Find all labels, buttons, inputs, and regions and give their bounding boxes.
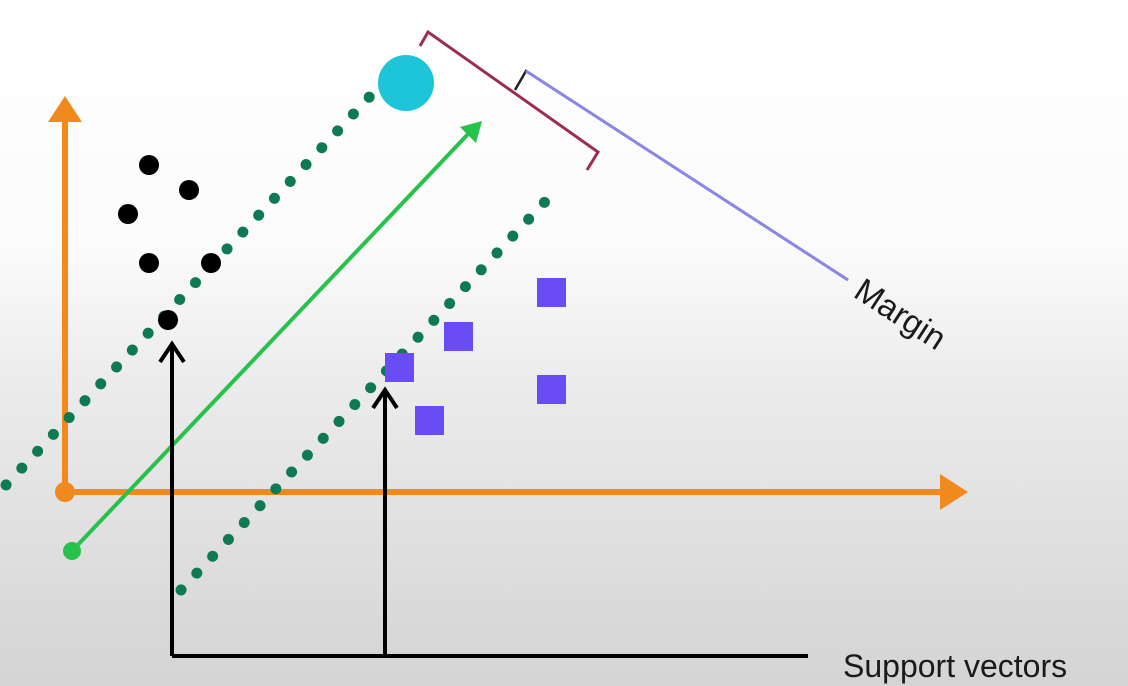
class-a-point [139, 253, 159, 273]
class-b-support-vector [385, 353, 414, 382]
class-a-points [118, 155, 221, 330]
class-a-point [118, 204, 138, 224]
hyperplane [63, 121, 482, 560]
support-arrow-right-head [371, 386, 399, 410]
hyperplane-line [70, 130, 472, 553]
class-a-point [179, 180, 199, 200]
upper-margin-boundary [0, 86, 380, 491]
class-b-point [444, 322, 473, 351]
margin-leader-line [525, 69, 849, 282]
support-arrow-left-head [158, 340, 186, 364]
axes [48, 96, 968, 510]
highlight-point [378, 55, 434, 111]
hyperplane-arrowhead [460, 121, 482, 143]
origin-dot [55, 482, 75, 502]
lower-margin-boundary [175, 184, 562, 596]
hyperplane-start-dot [63, 542, 81, 560]
x-axis-arrowhead [940, 474, 968, 510]
class-b-points [385, 278, 566, 435]
class-a-point [139, 155, 159, 175]
class-b-point [415, 406, 444, 435]
margin-bracket-outer [418, 29, 601, 171]
class-a-point [201, 253, 221, 273]
support-vector-arrows [158, 340, 808, 658]
class-b-point [537, 375, 566, 404]
y-axis-arrowhead [48, 96, 82, 122]
support-vectors-label: Support vectors [843, 648, 1067, 684]
class-a-support-vector [158, 310, 178, 330]
class-b-point [537, 278, 566, 307]
